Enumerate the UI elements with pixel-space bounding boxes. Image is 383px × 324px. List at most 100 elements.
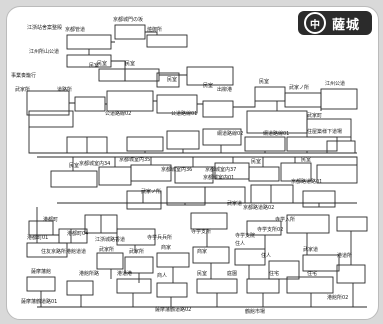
room-label: 民室: [203, 82, 213, 89]
room-label: 民室: [69, 162, 79, 169]
room-label: 武家道: [227, 200, 242, 207]
room-label: 民室: [89, 62, 99, 69]
room-box: [28, 110, 74, 128]
area-emblem-icon: 中: [304, 12, 326, 34]
room-box: [234, 248, 266, 266]
room-label: 港館所路: [79, 270, 99, 277]
room-box: [268, 260, 300, 280]
room-box: [284, 92, 322, 108]
room-box: [246, 220, 282, 236]
room-label: 京都城室内36: [161, 166, 192, 173]
room-label: 武家町: [307, 112, 322, 119]
room-label: 道路所: [57, 86, 72, 93]
room-box: [66, 280, 94, 296]
room-label: 庭園: [227, 270, 237, 277]
room-box: [174, 166, 214, 184]
room-box: [96, 252, 124, 270]
room-label: 薩摩藩鶴道路01: [21, 298, 57, 305]
room-label: 事業奏籠行: [11, 72, 36, 79]
room-label: 京都城室内37: [205, 166, 236, 173]
room-box: [246, 278, 280, 294]
room-label: 民室: [167, 76, 177, 83]
room-box: [202, 128, 242, 146]
room-box: [126, 190, 162, 210]
room-box: [58, 228, 88, 244]
room-box: [316, 164, 358, 184]
room-box: [286, 276, 334, 294]
area-name: 薩城: [332, 17, 361, 33]
room-box: [124, 68, 160, 82]
room-label: 港都町: [43, 216, 58, 223]
room-box: [66, 34, 112, 50]
room-box: [98, 68, 126, 82]
room-box: [146, 34, 188, 48]
room-label: 寺学支所: [191, 228, 211, 235]
room-label: 寺学支院: [235, 232, 255, 239]
room-label: 寺学兵兵所: [147, 234, 172, 241]
room-label: 商家: [197, 248, 207, 255]
room-label: 京都路道路02: [243, 204, 274, 211]
room-label: 民室: [97, 60, 107, 67]
connection-lines: [28, 31, 367, 308]
room-box: [116, 278, 152, 294]
area-map: 江浙站舍案整殿京都城門の坂京都管道燒御所江州所山公道事業奏籠行民室民室民室武家所…: [6, 6, 379, 320]
room-label: 港道港: [117, 270, 132, 277]
room-box: [114, 24, 146, 40]
room-label: 民室: [125, 60, 135, 67]
room-label: 燒御所: [147, 26, 162, 33]
map-graph: 江浙站舍案整殿京都城門の坂京都管道燒御所江州所山公道事業奏籠行民室民室民室武家所…: [11, 16, 368, 315]
room-label: 綱道路線01: [263, 130, 289, 137]
room-label: 港道所: [337, 252, 352, 259]
room-label: 公道路線01: [171, 110, 197, 117]
area-badge: 中 薩城: [298, 11, 372, 35]
room-box: [26, 242, 68, 258]
connection-line: [233, 101, 256, 108]
room-box: [196, 278, 238, 294]
room-box: [286, 136, 338, 152]
room-label: 住宅: [307, 270, 317, 277]
room-box: [74, 96, 106, 112]
room-label: 武家所: [15, 86, 30, 93]
room-label: 港都町04: [67, 230, 88, 237]
room-label: 京都城室内01: [203, 174, 234, 181]
room-box: [98, 166, 132, 186]
room-label: 武家道: [303, 246, 318, 253]
room-label: 民室: [301, 156, 311, 163]
room-label: 住人: [235, 240, 245, 247]
room-labels: 江浙站舍案整殿京都城門の坂京都管道燒御所江州所山公道事業奏籠行民室民室民室武家所…: [11, 16, 352, 315]
room-box: [202, 100, 234, 118]
connection-line: [111, 60, 126, 69]
room-label: 商人: [157, 272, 167, 279]
room-box: [320, 88, 358, 110]
room-label: 江州公道: [325, 80, 345, 87]
room-label: 住宅: [269, 270, 279, 277]
room-box: [106, 90, 154, 112]
room-label: 京都城室内34: [79, 160, 110, 167]
room-box: [246, 110, 308, 134]
room-box: [244, 136, 286, 152]
room-label: 京都城門の坂: [113, 16, 143, 23]
room-box: [156, 252, 190, 268]
room-label: 武家ノ所: [141, 188, 161, 195]
room-label: 出柳港: [217, 86, 232, 93]
room-box: [336, 264, 366, 284]
room-label: 薩摩藩館: [31, 268, 51, 275]
room-label: 商家: [161, 244, 171, 251]
room-box: [126, 136, 164, 152]
room-label: 薩摩藩鶴道路02: [155, 306, 191, 313]
room-label: 住屋築様下道場: [307, 128, 342, 135]
room-box: [286, 214, 330, 234]
room-label: 江州所山公道: [29, 48, 59, 55]
room-label: 住人: [261, 252, 271, 259]
room-label: 鶴館市場: [245, 308, 265, 315]
room-box: [28, 220, 54, 236]
room-box: [250, 184, 294, 204]
room-label: 京都路道路01: [291, 178, 322, 185]
room-label: 港館所02: [327, 294, 348, 301]
room-label: 武家所: [129, 248, 144, 255]
room-box: [336, 216, 368, 232]
room-label: 寺学支所02: [257, 226, 283, 233]
room-label: 民室: [197, 270, 207, 277]
connection-line: [28, 127, 357, 154]
